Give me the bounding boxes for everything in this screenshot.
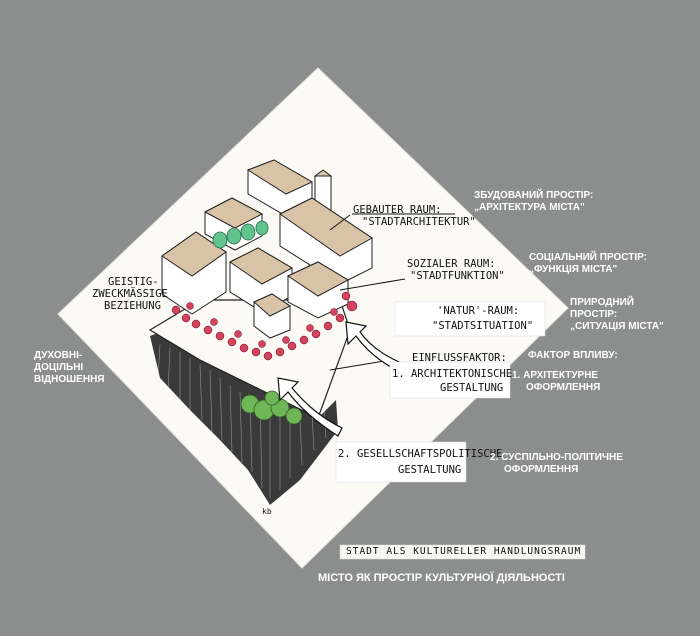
ua-nature-space-line3: „СИТУАЦІЯ МІСТА" bbox=[570, 321, 664, 332]
city-buildings bbox=[161, 159, 373, 339]
crowd-people bbox=[171, 291, 358, 361]
influence-arrows bbox=[277, 321, 405, 437]
ua-factor2-line2: ОФОРМЛЕННЯ bbox=[504, 464, 579, 475]
ua-social-space: СОЦІАЛЬНИЙ ПРОСТІР: „ФУНКЦІЯ МІСТА" bbox=[529, 252, 647, 276]
label-boxes bbox=[335, 301, 586, 560]
ua-built-space-line1: ЗБУДОВАНИЙ ПРОСТІР: bbox=[474, 190, 594, 201]
ua-factor1: 1. АРХІТЕКТУРНЕ ОФОРМЛЕННЯ bbox=[512, 370, 600, 394]
ua-built-space: ЗБУДОВАНИЙ ПРОСТІР: „АРХІТЕКТУРА МІСТА" bbox=[474, 190, 593, 214]
label-spiritual-2: ZWECKMÄSSIGE bbox=[92, 288, 168, 300]
label-social-space-sub: "STADTFUNKTION" bbox=[410, 270, 505, 282]
courtyard-trees bbox=[212, 220, 269, 249]
label-nature-space-sub: "STADTSITUATION" bbox=[432, 320, 534, 332]
ground-trees bbox=[240, 390, 303, 425]
label-nature-space: 'NATUR'-RAUM: bbox=[437, 305, 520, 317]
ua-factor1-line2: ОФОРМЛЕННЯ bbox=[526, 382, 601, 393]
label-factor2-line2: GESTALTUNG bbox=[398, 464, 462, 476]
label-factor1-line1: 1. ARCHITEKTONISCHE bbox=[392, 368, 513, 380]
ua-spiritual-line3: ВІДНОШЕННЯ bbox=[34, 374, 105, 385]
ua-spiritual-line1: ДУХОВНІ- bbox=[34, 350, 83, 361]
ua-factor2-line1: 2. СУСПІЛЬНО-ПОЛІТИЧНЕ bbox=[490, 452, 623, 463]
ua-built-space-line2: „АРХІТЕКТУРА МІСТА" bbox=[474, 202, 585, 213]
ua-influence-factor: ФАКТОР ВПЛИВУ: bbox=[528, 350, 618, 361]
ua-nature-space: ПРИРОДНИЙ ПРОСТІР: „СИТУАЦІЯ МІСТА" bbox=[570, 297, 664, 333]
signature: kb bbox=[262, 507, 272, 516]
label-influence-factor: EINFLUSSFAKTOR: bbox=[412, 352, 507, 364]
label-built-space-sub: "STADTARCHITEKTUR" bbox=[362, 216, 476, 228]
caption-ukrainian: МІСТО ЯК ПРОСТІР КУЛЬТУРНОЇ ДІЯЛЬНОСТІ bbox=[318, 572, 565, 584]
ground-chunk bbox=[150, 318, 338, 505]
ua-nature-space-line2: ПРОСТІР: bbox=[570, 309, 618, 320]
ua-spiritual-line2: ДОЦІЛЬНІ bbox=[34, 362, 84, 373]
pointer-lines bbox=[329, 213, 455, 371]
ua-factor1-line1: 1. АРХІТЕКТУРНЕ bbox=[512, 370, 599, 381]
ua-social-space-line1: СОЦІАЛЬНИЙ ПРОСТІР: bbox=[529, 252, 647, 263]
label-spiritual-1: GEISTIG- bbox=[108, 276, 159, 288]
caption-german: STADT ALS KULTURELLER HANDLUNGSRAUM bbox=[346, 546, 582, 557]
ua-social-space-line2: „ФУНКЦІЯ МІСТА" bbox=[529, 264, 618, 275]
label-factor1-line2: GESTALTUNG bbox=[440, 382, 504, 394]
ua-spiritual: ДУХОВНІ- ДОЦІЛЬНІ ВІДНОШЕННЯ bbox=[34, 350, 104, 386]
label-factor2-line1: 2. GESELLSCHAFTSPOLITISCHE bbox=[338, 448, 503, 460]
label-spiritual-3: BEZIEHUNG bbox=[104, 300, 161, 312]
ua-nature-space-line1: ПРИРОДНИЙ bbox=[570, 297, 634, 308]
ua-factor2: 2. СУСПІЛЬНО-ПОЛІТИЧНЕ ОФОРМЛЕННЯ bbox=[490, 452, 623, 476]
label-built-space: GEBAUTER RAUM: bbox=[353, 204, 442, 216]
label-social-space: SOZIALER RAUM: bbox=[407, 258, 496, 270]
